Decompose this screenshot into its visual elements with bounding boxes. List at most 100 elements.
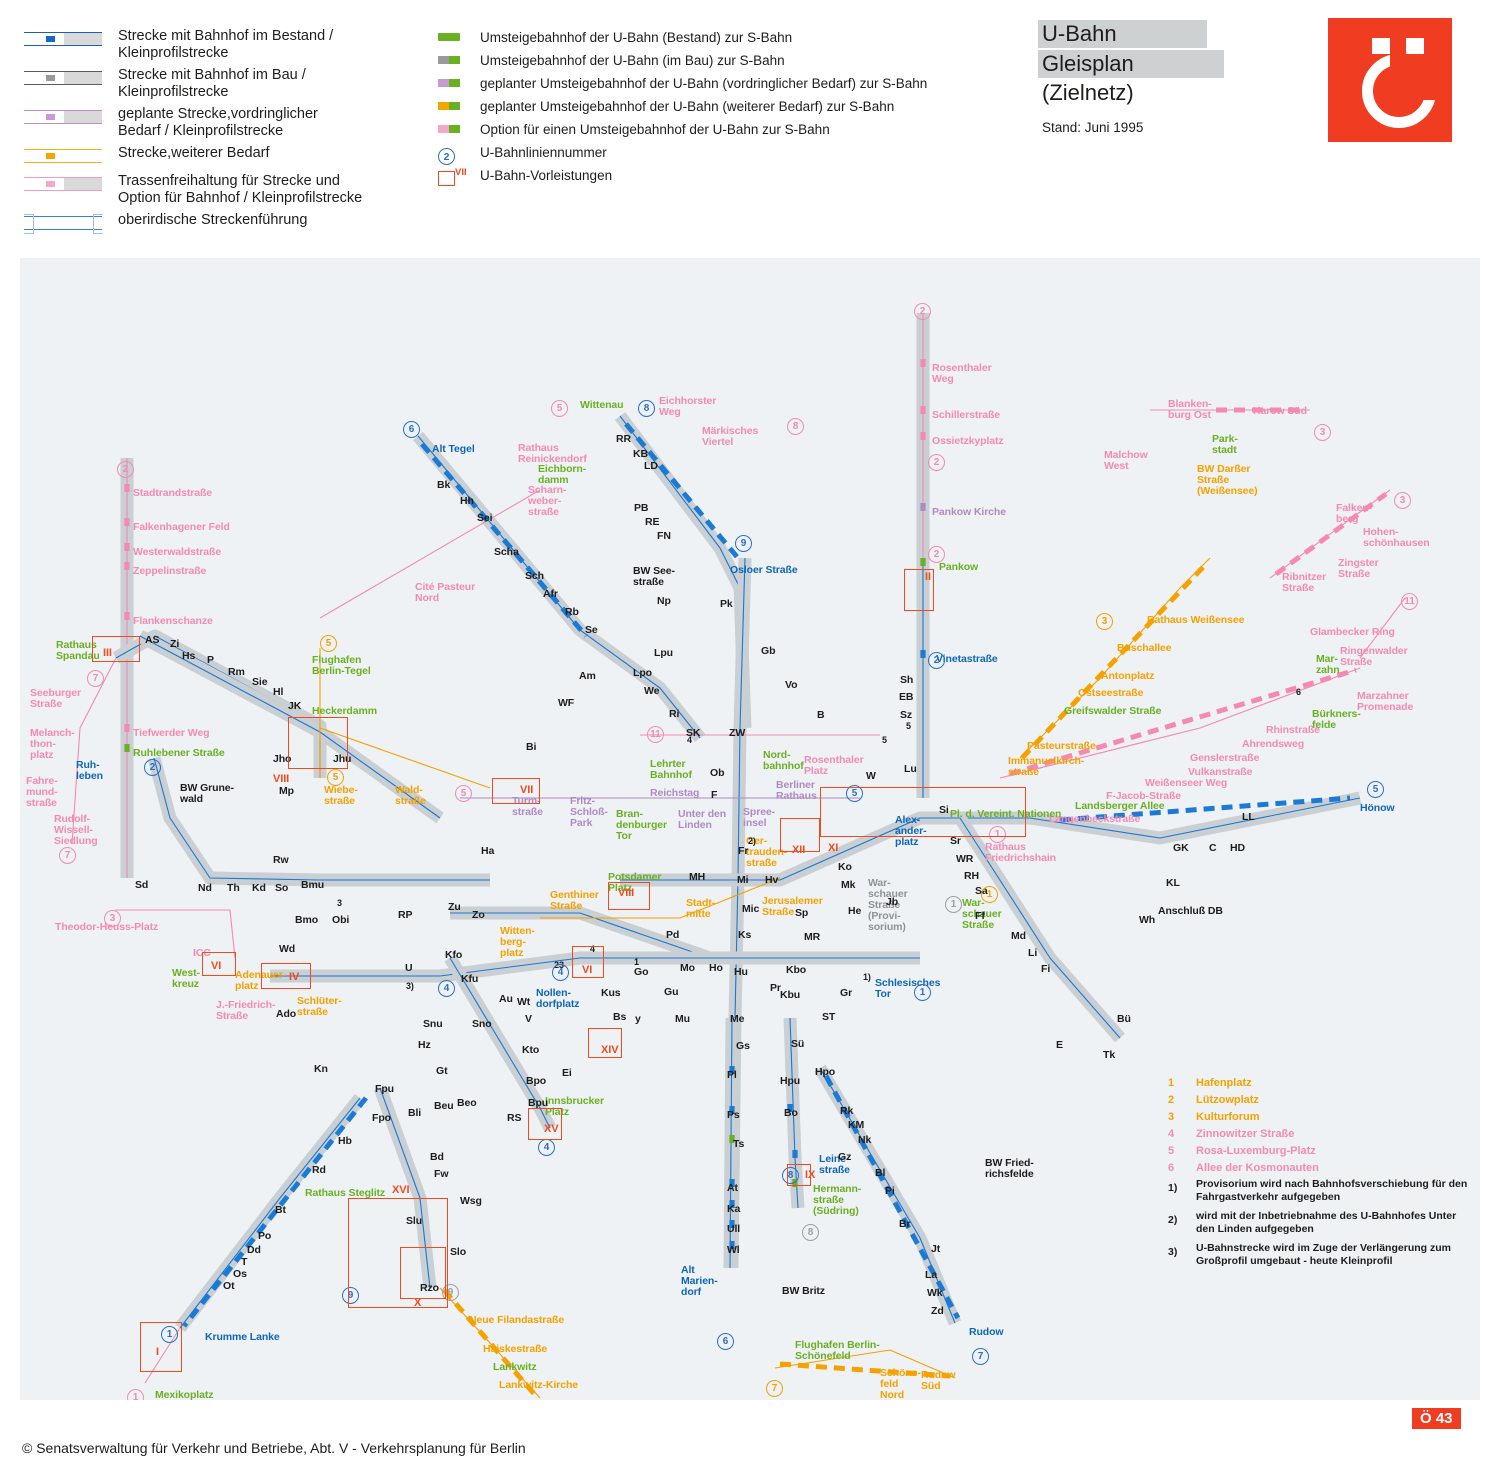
u-bahn-line-number[interactable]: 3: [1394, 492, 1411, 509]
u-bahn-line-number[interactable]: 5: [551, 400, 568, 417]
station-code-label: W: [866, 770, 876, 782]
station-label: Karow Süd: [1253, 405, 1307, 417]
u-bahn-line-number[interactable]: 2: [914, 303, 931, 320]
vorleistung-roman-label: VI: [582, 964, 593, 976]
u-bahn-line-number[interactable]: 2: [144, 759, 161, 776]
u-bahn-line-number[interactable]: 7: [87, 670, 104, 687]
station-code-label: Sr: [950, 835, 961, 847]
station-label: Schöne- feld Nord: [880, 1367, 921, 1401]
station-label: Bürkners- felde: [1312, 708, 1361, 731]
u-bahn-line-number[interactable]: 2: [117, 461, 134, 478]
footnote-marker: 2): [748, 836, 756, 846]
station-label: Hermann- straße (Südring): [813, 1183, 862, 1217]
station-label: Ahrendsweg: [1242, 738, 1305, 750]
station-label: Wiebe- straße: [324, 784, 358, 807]
station-label: Park- stadt: [1212, 433, 1238, 456]
station-label: Krumme Lanke: [205, 1331, 280, 1343]
legend-item-umsteige-option: Option für einen Umsteigebahnhof der U-B…: [438, 122, 927, 139]
u-bahn-line-number[interactable]: 9: [442, 1284, 459, 1301]
footnote-marker: 5: [882, 735, 887, 745]
u-bahn-line-number[interactable]: 5: [1367, 781, 1384, 798]
station-label: Unter den Linden: [678, 808, 727, 831]
station-code-label: Sz: [900, 709, 913, 721]
u-bahn-line-number[interactable]: 11: [1401, 593, 1418, 610]
footnote-text: U-Bahnstrecke wird im Zuge der Verlänger…: [1196, 1242, 1451, 1267]
u-bahn-line-number[interactable]: 6: [403, 421, 420, 438]
station-label: Fritz- Schloß- Park: [570, 795, 608, 829]
station-code-label: Sü: [791, 1038, 805, 1050]
station-label: Pl. d. Vereint. Nationen: [950, 808, 1062, 820]
u-bahn-line-number[interactable]: 4: [552, 964, 569, 981]
station-code-label: Fw: [434, 1168, 449, 1180]
legend-item-geplant-vordringlich: geplante Strecke,vordringlicher Bedarf /…: [24, 106, 362, 139]
u-bahn-line-number[interactable]: 1: [161, 1326, 178, 1343]
u-bahn-line-number[interactable]: 1: [914, 984, 931, 1001]
u-bahn-line-number[interactable]: 3: [1096, 613, 1113, 630]
vorleistung-box: [572, 946, 604, 978]
u-bahn-line-number[interactable]: 8: [638, 400, 655, 417]
station-code-label: Mi: [737, 874, 749, 886]
station-code-label: Bmu: [301, 879, 325, 891]
station-code-label: Ho: [709, 962, 723, 974]
station-code-label: Afr: [543, 588, 558, 600]
station-code-label: C: [1209, 842, 1217, 854]
u-bahn-line-number[interactable]: 4: [538, 1139, 555, 1156]
u-bahn-line-number[interactable]: 9: [735, 535, 752, 552]
u-bahn-line-number[interactable]: 5: [455, 785, 472, 802]
station-code-label: Pr: [770, 982, 781, 994]
station-code-label: PB: [634, 502, 649, 514]
station-code-label: Wsg: [460, 1195, 482, 1207]
footnote-marker: 5: [906, 721, 911, 731]
station-code-label: Zd: [931, 1305, 944, 1317]
u-bahn-line-number[interactable]: 8: [802, 1224, 819, 1241]
station-code-label: Bk: [437, 479, 451, 491]
u-bahn-line-number[interactable]: 8: [782, 1167, 799, 1184]
u-bahn-line-number[interactable]: 6: [717, 1333, 734, 1350]
station-label: Ostseestraße: [1078, 687, 1144, 699]
u-bahn-line-number[interactable]: 7: [59, 847, 76, 864]
line-sample-trassenfreihaltung-icon: [24, 173, 102, 195]
station-label: Zeppelinstraße: [133, 565, 207, 577]
station-label: Pankow Kirche: [932, 506, 1006, 518]
station-label: Spree- insel: [743, 806, 776, 829]
u-bahn-line-number[interactable]: 1: [989, 826, 1006, 843]
u-bahn-line-number[interactable]: 1: [945, 896, 962, 913]
u-bahn-line-number[interactable]: 3: [1314, 424, 1331, 441]
station-code-label: Am: [579, 670, 596, 682]
station-code-label: EB: [899, 691, 914, 703]
network-lines: [71, 313, 1406, 1399]
u-bahn-line-number[interactable]: 11: [647, 726, 664, 743]
u-bahn-line-number[interactable]: 3: [104, 910, 121, 927]
u-bahn-line-number[interactable]: 8: [787, 418, 804, 435]
u-bahn-line-number[interactable]: 4: [438, 980, 455, 997]
vorleistung-box: [261, 963, 311, 989]
station-label: Adenauer- platz: [235, 969, 287, 992]
station-label: Flankenschanze: [133, 615, 213, 627]
station-label: Lehrter Bahnhof: [650, 758, 692, 781]
dash-pink-green-icon: [438, 125, 460, 139]
u-bahn-line-number[interactable]: 1: [981, 886, 998, 903]
u-bahn-line-number[interactable]: 2: [928, 652, 945, 669]
u-bahn-line-number[interactable]: 5: [320, 635, 337, 652]
u-bahn-line-number[interactable]: 7: [766, 1380, 783, 1397]
station-code-label: Rzo: [420, 1282, 439, 1294]
u-bahn-line-number[interactable]: 1: [127, 1389, 144, 1400]
station-code-label: RH: [964, 870, 979, 882]
u-bahn-line-number[interactable]: 5: [846, 785, 863, 802]
station-code-label: V: [525, 1013, 532, 1025]
legend-label: Umsteigebahnhof der U-Bahn (im Bau) zur …: [480, 53, 785, 68]
station-label: Neue Filandastraße: [469, 1314, 565, 1326]
footnote-marker: 4: [687, 735, 692, 745]
u-bahn-line-number[interactable]: 7: [972, 1348, 989, 1365]
u-bahn-line-number[interactable]: 2: [928, 546, 945, 563]
u-bahn-line-number[interactable]: 5: [327, 769, 344, 786]
u-bahn-line-number[interactable]: 2: [928, 454, 945, 471]
station-code-label: Scha: [494, 546, 519, 558]
dash-orange-green-icon: [438, 102, 460, 116]
station-code-label: Slu: [406, 1215, 423, 1227]
u-bahn-line-number[interactable]: 9: [342, 1287, 359, 1304]
